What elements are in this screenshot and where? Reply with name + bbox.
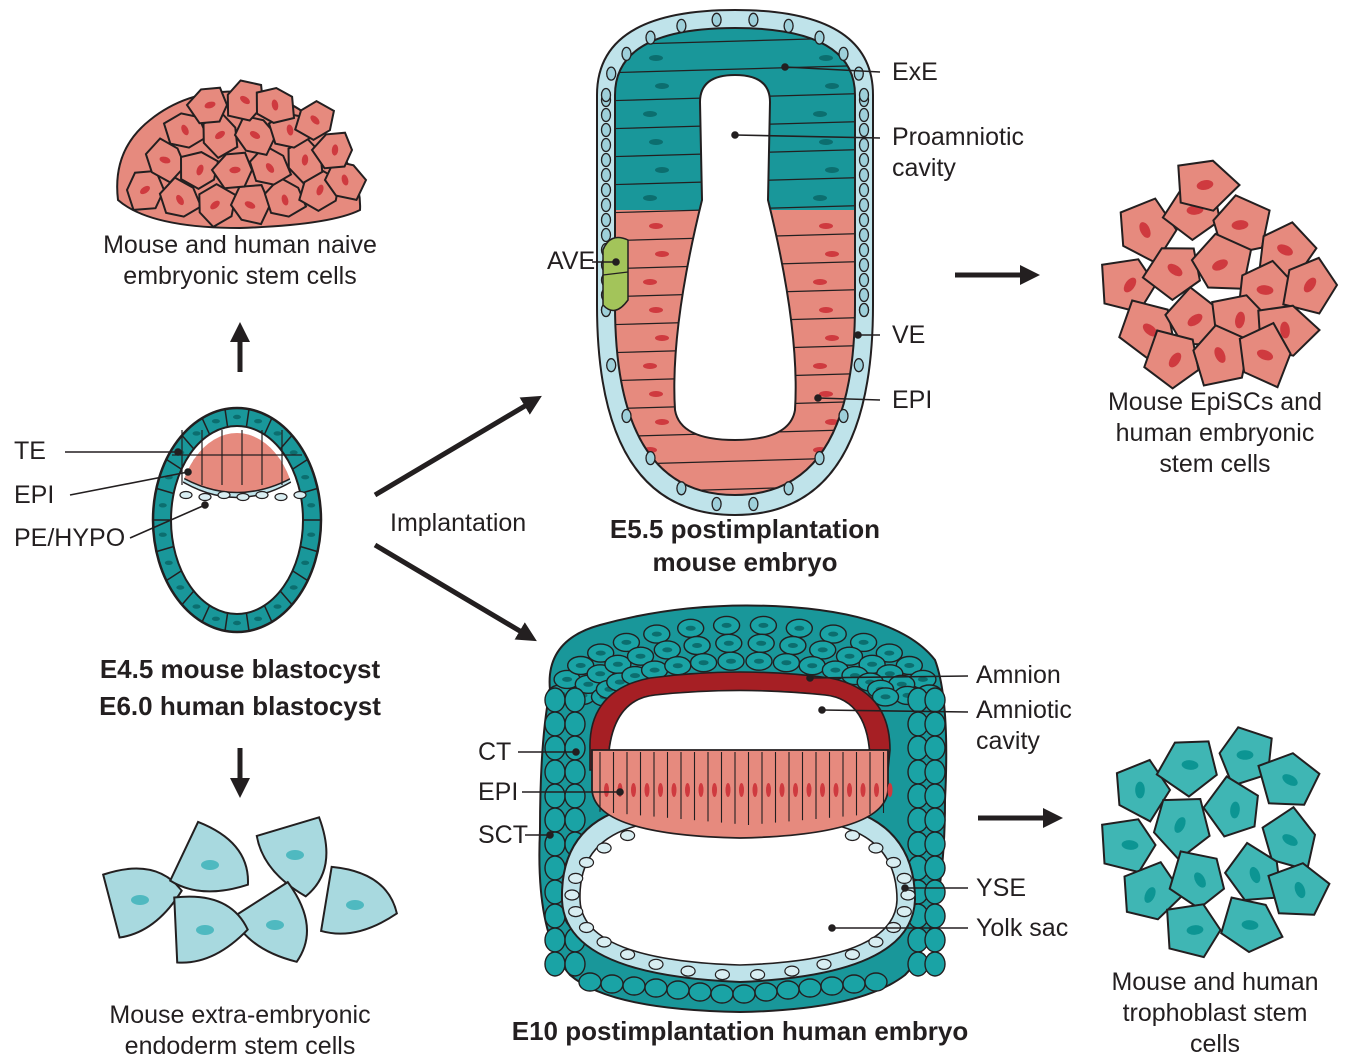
yolk-sac-label: Yolk sac xyxy=(976,913,1068,944)
arrow-to-human-embryo xyxy=(375,545,530,637)
human-embryo xyxy=(539,605,946,1012)
tsc-cell xyxy=(1204,777,1258,837)
mouse-embryo xyxy=(597,10,880,515)
yse-label: YSE xyxy=(976,873,1026,904)
tsc-colony xyxy=(1102,727,1329,957)
te-label: TE xyxy=(14,436,46,467)
naive-esc-caption-1: Mouse and human naive xyxy=(90,230,390,261)
tsc-caption-3: cells xyxy=(1080,1029,1345,1060)
amniotic-label-1: Amniotic xyxy=(976,695,1072,726)
tsc-cell xyxy=(1102,819,1155,872)
xen-cells xyxy=(95,811,406,981)
tsc-cell xyxy=(1221,898,1282,952)
tsc-caption-1: Mouse and human xyxy=(1080,967,1345,998)
tsc-cell xyxy=(1167,904,1220,957)
tsc-cell xyxy=(1154,799,1210,860)
pe-hypo-label: PE/HYPO xyxy=(14,523,125,554)
xen-caption-2: endoderm stem cells xyxy=(80,1031,400,1062)
amniotic-label-2: cavity xyxy=(976,726,1040,757)
ave-label: AVE xyxy=(547,246,595,277)
amnion-label: Amnion xyxy=(976,660,1061,691)
proamniotic-label-1: Proamniotic xyxy=(892,122,1024,153)
episc-caption-3: stem cells xyxy=(1075,449,1345,480)
ve-label: VE xyxy=(892,320,925,351)
mouse-embryo-title-2: mouse embryo xyxy=(590,547,900,578)
implantation-label: Implantation xyxy=(390,508,526,539)
proamniotic-label-2: cavity xyxy=(892,153,956,184)
human-epi-label: EPI xyxy=(478,777,518,808)
xen-cell xyxy=(95,863,184,945)
human-embryo-title: E10 postimplantation human embryo xyxy=(440,1016,1040,1047)
naive-esc-cell xyxy=(257,88,294,123)
arrow-to-mouse-embryo xyxy=(375,400,535,495)
naive-esc-caption-2: embryonic stem cells xyxy=(90,261,390,292)
blastocyst xyxy=(153,408,321,632)
sct-label: SCT xyxy=(478,820,528,851)
xen-caption-1: Mouse extra-embryonic xyxy=(80,1000,400,1031)
episc-colony xyxy=(1102,161,1337,389)
blastocyst-epi-label: EPI xyxy=(14,480,54,511)
naive-esc-colony xyxy=(117,81,366,229)
exe-label: ExE xyxy=(892,57,938,88)
blastocyst-title-1: E4.5 mouse blastocyst xyxy=(60,654,420,685)
episc-caption-2: human embryonic xyxy=(1075,418,1345,449)
ct-label: CT xyxy=(478,737,511,768)
episc-caption-1: Mouse EpiSCs and xyxy=(1075,387,1345,418)
tsc-caption-2: trophoblast stem xyxy=(1080,998,1345,1029)
blastocyst-title-2: E6.0 human blastocyst xyxy=(60,691,420,722)
mouse-embryo-title-1: E5.5 postimplantation xyxy=(590,514,900,545)
mouse-epi-label: EPI xyxy=(892,385,932,416)
